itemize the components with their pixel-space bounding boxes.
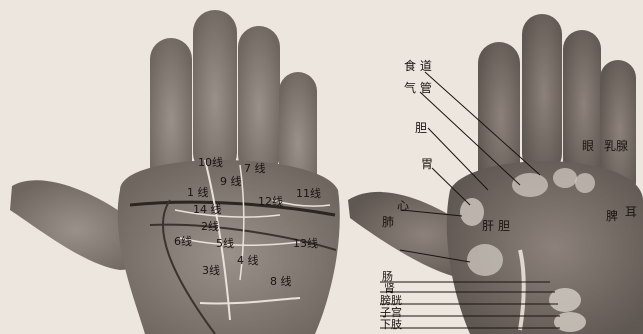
line-label-10: 10线 — [198, 157, 223, 168]
organ-label-uterus: 子宫 — [380, 307, 402, 318]
organ-label-breast: 乳腺 — [604, 140, 628, 152]
organ-label-trachea: 气 管 — [404, 82, 432, 94]
organ-label-lower-limb: 下肢 — [380, 319, 402, 330]
line-label-14: 14 线 — [193, 204, 222, 215]
line-label-2: 2线 — [201, 221, 219, 232]
right-middle-finger — [522, 14, 562, 174]
organ-label-esophagus: 食 道 — [404, 60, 432, 72]
organ-label-bladder: 膀胱 — [380, 295, 402, 306]
organ-label-spleen: 脾 — [606, 210, 618, 222]
organ-label-gallbladder: 胆 — [415, 122, 427, 134]
line-label-5: 5线 — [216, 238, 234, 249]
line-label-9: 9 线 — [220, 176, 242, 187]
left-ring-finger — [238, 26, 280, 176]
line-label-7: 7 线 — [244, 163, 266, 174]
line-label-3: 3线 — [202, 265, 220, 276]
organ-label-liver: 肝 — [482, 220, 494, 232]
organ-label-heart: 心 — [397, 200, 409, 212]
organ-label-intestine: 肠 — [382, 271, 393, 282]
line-label-4: 4 线 — [237, 255, 259, 266]
line-label-11: 11线 — [296, 188, 321, 199]
organ-label-stomach: 胃 — [421, 158, 433, 170]
line-label-12: 12线 — [258, 196, 283, 207]
organ-label-ear: 耳 — [625, 206, 637, 218]
organ-label-kidney: 肾 — [384, 283, 395, 294]
line-label-6: 6线 — [174, 236, 192, 247]
right-ring-finger — [563, 30, 601, 180]
line-label-13: 13线 — [293, 238, 318, 249]
left-middle-finger — [193, 10, 237, 175]
organ-label-lung: 肺 — [382, 216, 394, 228]
line-label-8: 8 线 — [270, 276, 292, 287]
organ-label-eye: 眼 — [582, 140, 594, 152]
organ-label-gallduct: 胆 — [498, 220, 510, 232]
line-label-1: 1 线 — [187, 187, 209, 198]
